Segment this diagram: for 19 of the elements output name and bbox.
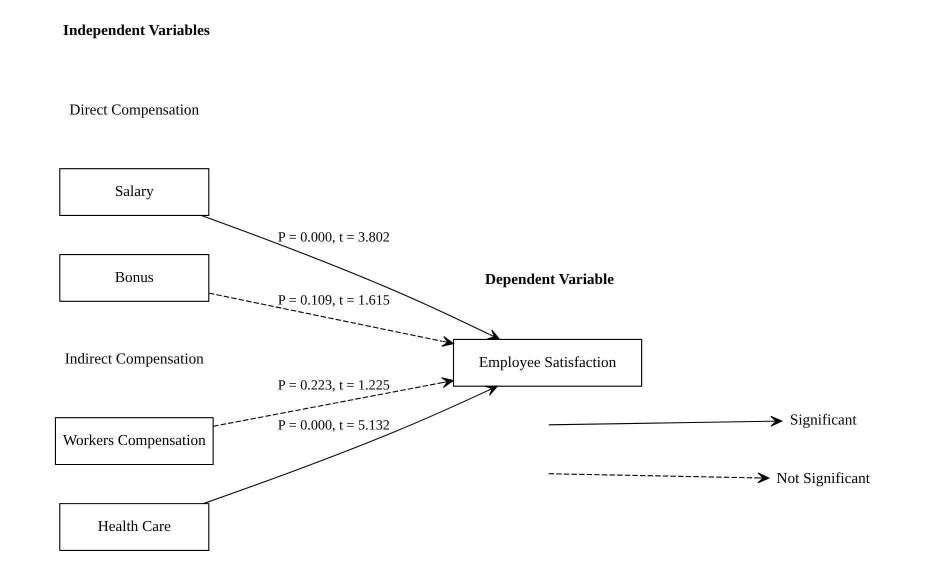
legend-label: Not Significant xyxy=(776,470,870,488)
node-box: Health Care xyxy=(58,503,209,551)
arrow xyxy=(200,214,500,340)
legend-label: Significant xyxy=(789,411,856,428)
label: Direct Compensation xyxy=(68,102,199,118)
edge-label: P = 0.109, t = 1.615 xyxy=(277,292,390,308)
edge-label: P = 0.223, t = 1.225 xyxy=(277,377,390,394)
label: Independent Variables xyxy=(62,22,210,40)
edge-label: P = 0.000, t = 3.802 xyxy=(277,229,390,246)
node-box: Salary xyxy=(58,168,209,216)
arrow xyxy=(202,386,498,504)
node-box: Bonus xyxy=(58,254,209,302)
arrow xyxy=(212,377,454,427)
node-box: Workers Compensation xyxy=(54,417,214,466)
node-box: Employee Satisfaction xyxy=(452,338,642,387)
label: Indirect Compensation xyxy=(64,350,204,368)
edge-label: P = 0.000, t = 5.132 xyxy=(277,418,390,434)
label: Dependent Variable xyxy=(484,271,614,288)
arrow xyxy=(208,292,454,347)
